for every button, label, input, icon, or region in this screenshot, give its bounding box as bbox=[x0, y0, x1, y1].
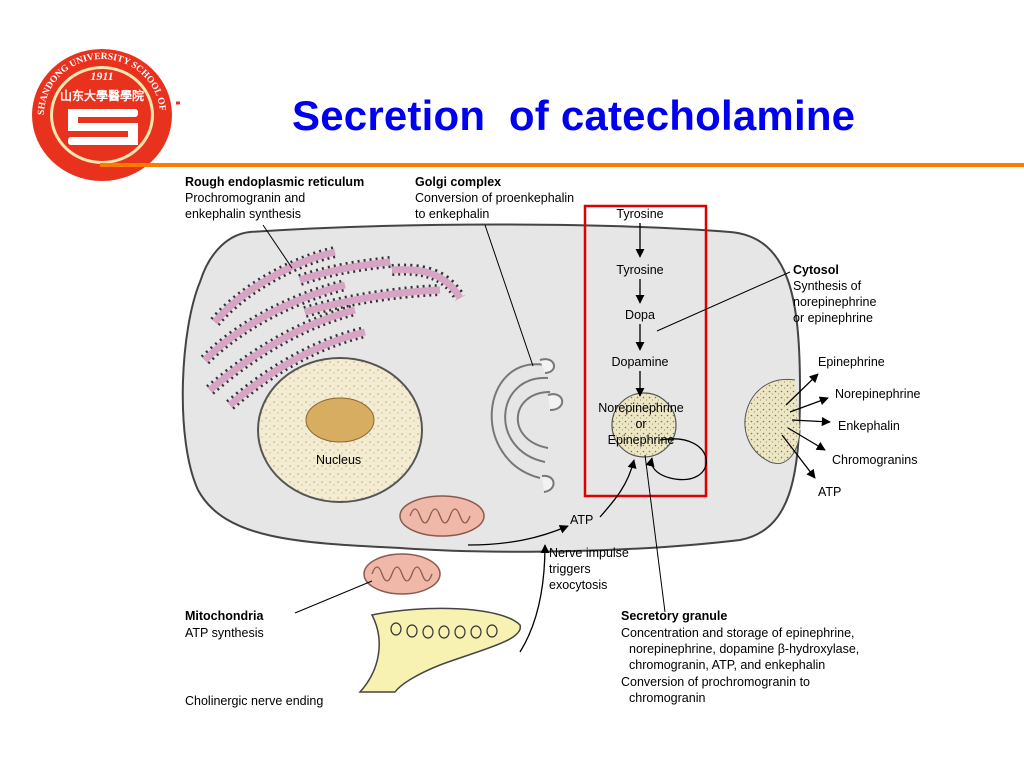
rough-er bbox=[200, 246, 466, 410]
pathway-step: Norepinephrine bbox=[598, 401, 684, 415]
pathway-step: Epinephrine bbox=[608, 433, 675, 447]
pathway-step: Tyrosine bbox=[616, 207, 663, 221]
mitochondrion-1 bbox=[399, 495, 485, 537]
mitochondrion-2 bbox=[363, 553, 441, 595]
slide-title: Secretion of catecholamine bbox=[292, 92, 856, 139]
impulse-label-3: exocytosis bbox=[549, 578, 607, 592]
output-label: ATP bbox=[818, 485, 841, 499]
granule-desc-5: chromogranin bbox=[629, 691, 705, 705]
impulse-label-1: Nerve impulse bbox=[549, 546, 629, 560]
synaptic-vesicles bbox=[390, 622, 498, 639]
nerve-ending-label: Cholinergic nerve ending bbox=[185, 694, 323, 708]
cytosol-desc-3: or epinephrine bbox=[793, 311, 873, 325]
granule-desc-4: Conversion of prochromogranin to bbox=[621, 675, 810, 689]
pathway-step: or bbox=[635, 417, 646, 431]
pathway-step: Tyrosine bbox=[616, 263, 663, 277]
cytosol-title: Cytosol bbox=[793, 263, 839, 277]
title-divider bbox=[100, 163, 1024, 167]
mito-title: Mitochondria bbox=[185, 609, 265, 623]
granule-desc-2: norepinephrine, dopamine β-hydroxylase, bbox=[629, 642, 859, 656]
seal-year: 1911 bbox=[90, 69, 113, 83]
rer-title: Rough endoplasmic reticulum bbox=[185, 175, 364, 189]
output-label: Enkephalin bbox=[838, 419, 900, 433]
cytosol-desc-2: norepinephrine bbox=[793, 295, 876, 309]
output-label: Epinephrine bbox=[818, 355, 885, 369]
golgi-complex bbox=[490, 358, 564, 493]
university-seal-logo: SHANDONG UNIVERSITY SCHOOL OF MEDICINE 1… bbox=[30, 45, 180, 181]
atp-label: ATP bbox=[570, 513, 593, 527]
cholinergic-nerve-ending bbox=[358, 607, 521, 693]
pathway-step: Dopa bbox=[625, 308, 655, 322]
rer-desc-2: enkephalin synthesis bbox=[185, 207, 301, 221]
granule-desc-3: chromogranin, ATP, and enkephalin bbox=[629, 658, 825, 672]
golgi-title: Golgi complex bbox=[415, 175, 501, 189]
cytosol-desc-1: Synthesis of bbox=[793, 279, 862, 293]
impulse-label-2: triggers bbox=[549, 562, 591, 576]
granule-title: Secretory granule bbox=[621, 609, 727, 623]
granule-desc-1: Concentration and storage of epinephrine… bbox=[621, 626, 855, 640]
mito-desc: ATP synthesis bbox=[185, 626, 264, 640]
nucleus-label: Nucleus bbox=[316, 453, 361, 467]
rer-desc-1: Prochromogranin and bbox=[185, 191, 305, 205]
seal-chinese: 山东大學醫學院 bbox=[60, 88, 144, 103]
pathway-highlight-box bbox=[583, 204, 708, 498]
pathway-step: Dopamine bbox=[612, 355, 669, 369]
golgi-desc-2: to enkephalin bbox=[415, 207, 489, 221]
nucleolus bbox=[305, 397, 375, 443]
output-label: Norepinephrine bbox=[835, 387, 921, 401]
output-label: Chromogranins bbox=[832, 453, 917, 467]
golgi-desc-1: Conversion of proenkephalin bbox=[415, 191, 574, 205]
